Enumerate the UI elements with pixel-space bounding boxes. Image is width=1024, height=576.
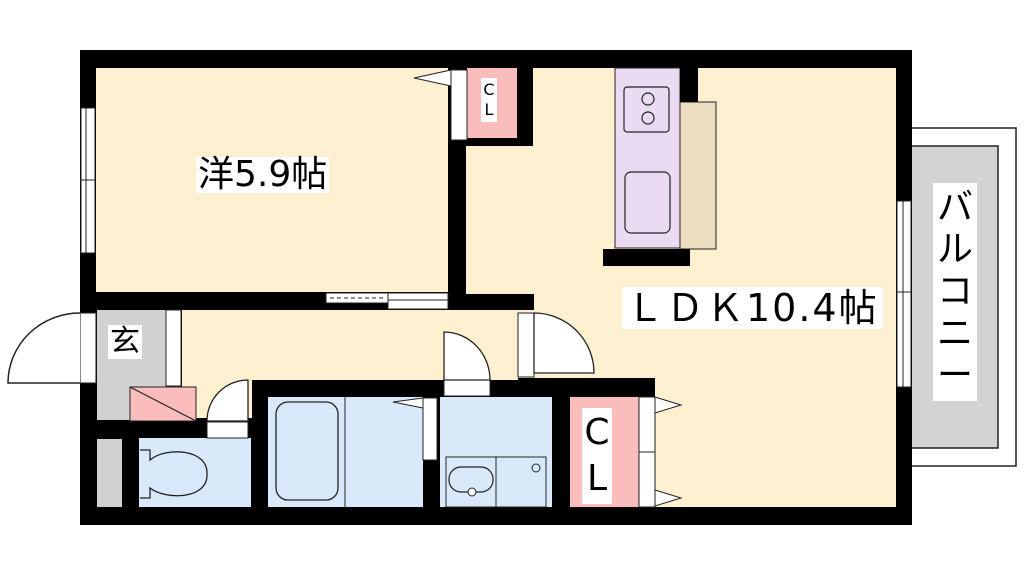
closet-small-door bbox=[450, 69, 468, 141]
storage-gray bbox=[97, 439, 122, 507]
bathtub-icon bbox=[275, 401, 339, 501]
closet-small-door-swing bbox=[413, 69, 452, 87]
stove-icon bbox=[623, 86, 670, 133]
genkan-step bbox=[165, 309, 182, 387]
sink-icon bbox=[624, 171, 671, 234]
kitchen bbox=[603, 67, 717, 266]
entry-door-frame bbox=[79, 312, 97, 384]
closet-label-small-l: L bbox=[484, 100, 494, 119]
window-ldk-balcony bbox=[896, 200, 912, 388]
entry-door-swing[interactable] bbox=[7, 312, 81, 384]
ldk-door-swing[interactable] bbox=[533, 312, 595, 374]
closet-label-large-l: L bbox=[586, 458, 608, 499]
room-label-entrance: 玄 bbox=[108, 324, 142, 359]
room-label-western: 洋5.9帖 bbox=[196, 154, 330, 195]
toilet-door-swing[interactable] bbox=[206, 379, 249, 422]
closet-label-small: C L bbox=[481, 78, 497, 122]
balcony-char: ニ bbox=[936, 313, 973, 354]
room-label-ldk: ＬＤＫ10.4帖 bbox=[622, 287, 883, 329]
closet-label-large: C L bbox=[582, 408, 612, 504]
bathroom-door-swing bbox=[392, 397, 424, 409]
balcony-char: コ bbox=[936, 271, 973, 312]
balcony-char: バ bbox=[936, 187, 973, 228]
washroom-door-swing[interactable] bbox=[443, 331, 491, 381]
sliding-door-western bbox=[325, 292, 449, 310]
balcony-label: バ ル コ ニ ー bbox=[933, 183, 977, 401]
window-western-room bbox=[80, 107, 96, 254]
closet-large-door-swing-top bbox=[654, 396, 683, 414]
toilet-room bbox=[139, 438, 251, 507]
balcony-char: ル bbox=[936, 229, 973, 270]
washer-space bbox=[495, 456, 547, 508]
closet-label-large-c: C bbox=[584, 412, 610, 453]
balcony-char: ー bbox=[936, 355, 973, 396]
toilet-icon bbox=[140, 449, 208, 499]
closet-label-small-c: C bbox=[483, 80, 495, 99]
closet-large-door-swing-bottom bbox=[654, 489, 683, 507]
